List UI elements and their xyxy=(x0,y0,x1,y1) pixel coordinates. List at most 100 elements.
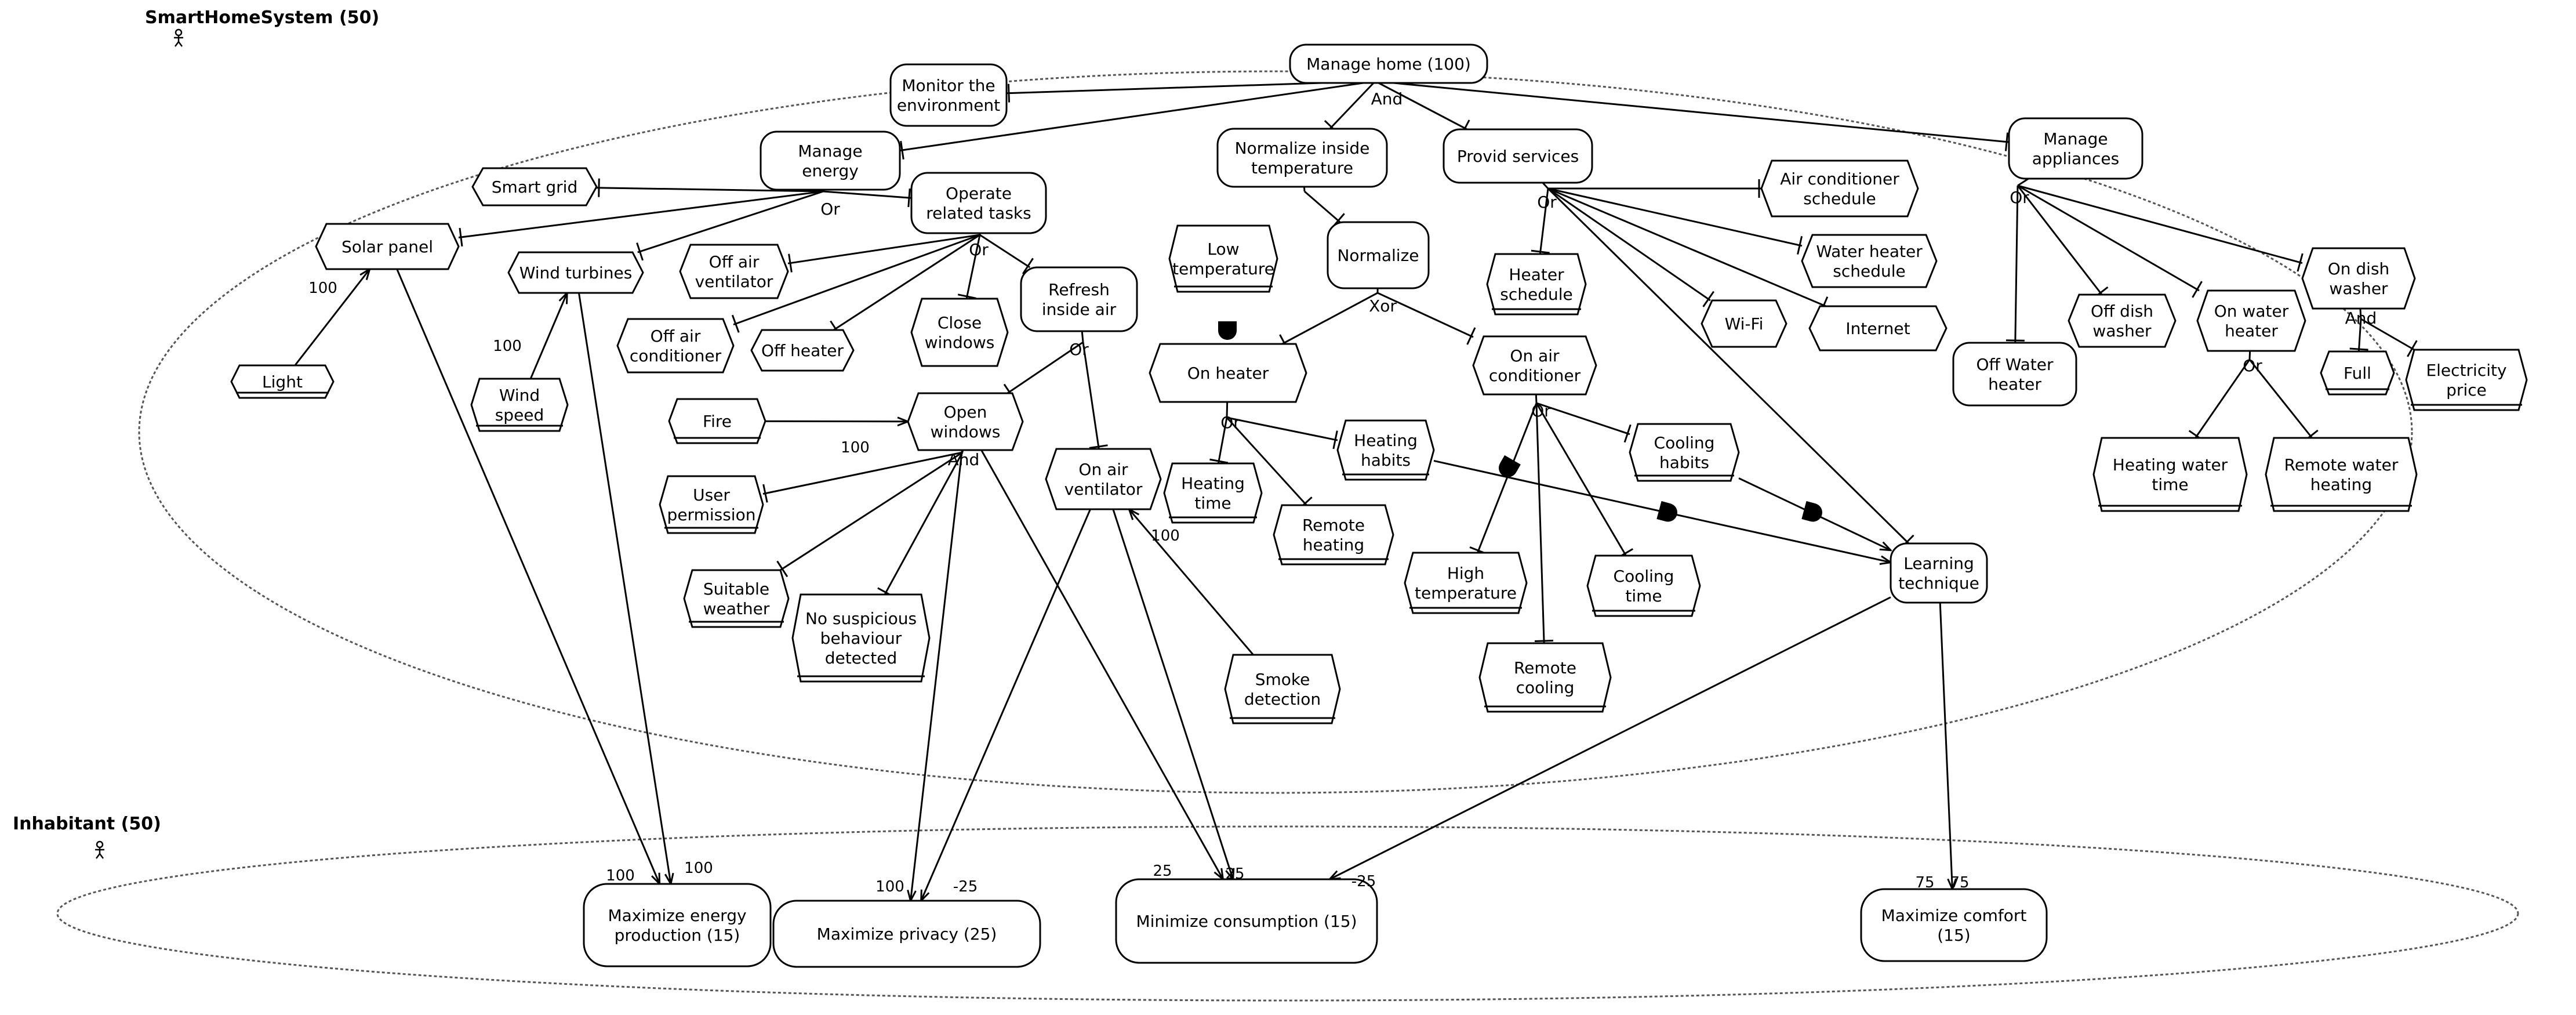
node-solar-panel[interactable]: Solar panel xyxy=(315,223,460,270)
contribution-learning-to-max_comfort[interactable] xyxy=(1939,602,1952,889)
node-manage-home[interactable]: Manage home (100) xyxy=(1289,44,1488,84)
contribution-smoke_detect-to-on_air_vent[interactable] xyxy=(1129,509,1254,655)
link-cooling_habits-to-on_air_cond[interactable] xyxy=(1536,402,1632,443)
node-internet[interactable]: Internet xyxy=(1808,305,1948,351)
link-cooling_time-to-on_air_cond[interactable] xyxy=(1535,403,1633,559)
link-water_heater_sched-to-provid_services[interactable] xyxy=(1547,187,1803,255)
link-manage_energy-to-manage_home[interactable] xyxy=(899,80,1376,160)
contribution-solar_panel-to-max_energy[interactable] xyxy=(396,269,660,884)
link-suitable_weather-to-open_windows[interactable] xyxy=(776,451,963,578)
link-on_water_heater-to-manage_appl[interactable] xyxy=(2017,184,2203,298)
link-smart_grid-to-manage_energy[interactable] xyxy=(596,178,824,197)
link-elec_price-to-on_dish[interactable] xyxy=(2360,318,2418,357)
link-heating_habits-to-on_heater[interactable] xyxy=(1226,416,1338,449)
contribution-open_windows-to-max_privacy[interactable] xyxy=(911,449,963,901)
link-off_dish-to-manage_appl[interactable] xyxy=(2017,185,2109,299)
link-full-to-on_dish[interactable] xyxy=(2349,318,2368,352)
link-high_temp-to-on_air_cond[interactable] xyxy=(1469,403,1538,555)
actor-inhabitant[interactable]: Inhabitant (50) xyxy=(13,814,161,859)
link-close_windows-to-operate_tasks[interactable] xyxy=(957,234,981,299)
contribution-wind_speed-to-wind_turbines[interactable] xyxy=(529,293,567,379)
contribution-open_windows-to-min_consumption[interactable] xyxy=(980,449,1223,879)
node-wind-turbines[interactable]: Wind turbines xyxy=(507,251,644,294)
link-normalize_temp-to-manage_home[interactable] xyxy=(1324,80,1376,135)
node-max-privacy[interactable]: Maximize privacy (25) xyxy=(772,900,1041,968)
link-air_cond_sched-to-provid_services[interactable] xyxy=(1548,179,1761,198)
link-heating_time-to-on_heater[interactable] xyxy=(1209,417,1229,464)
contribution-learning-to-min_consumption[interactable] xyxy=(1329,596,1891,879)
contribution-light-to-solar_panel[interactable] xyxy=(294,269,370,366)
link-refresh_air-to-operate_tasks[interactable] xyxy=(979,234,1034,275)
link-on_heater-to-normalize[interactable] xyxy=(1279,292,1378,351)
link-operate_tasks-to-manage_energy[interactable] xyxy=(823,188,912,208)
node-full[interactable]: Full xyxy=(2320,350,2395,396)
link-no_susp-to-open_windows[interactable] xyxy=(877,452,964,598)
contribution-on_air_vent-to-min_consumption[interactable] xyxy=(1112,509,1233,879)
link-on_air_cond-to-normalize[interactable] xyxy=(1377,292,1476,345)
actor-smarthomesystem[interactable]: SmartHomeSystem (50) xyxy=(145,8,379,47)
node-wifi[interactable]: Wi-Fi xyxy=(1701,299,1787,348)
contribution-fire-to-open_windows[interactable] xyxy=(765,421,908,422)
link-wifi-to-provid_services[interactable] xyxy=(1547,187,1714,307)
node-off-heater[interactable]: Off heater xyxy=(750,329,855,372)
link-solar_panel-to-manage_energy[interactable] xyxy=(458,190,824,247)
link-manage_appl-to-manage_home[interactable] xyxy=(1375,80,2010,151)
node-provid-services[interactable]: Provid services xyxy=(1443,128,1593,184)
node-normalize[interactable]: Normalize xyxy=(1327,221,1430,289)
link-wind_turbines-to-manage_energy[interactable] xyxy=(636,190,824,261)
node-smart-grid[interactable]: Smart grid xyxy=(471,167,598,206)
link-off_air_vent-to-operate_tasks[interactable] xyxy=(787,234,980,273)
node-light[interactable]: Light xyxy=(230,364,335,399)
node-on-heater[interactable]: On heater xyxy=(1149,343,1307,403)
link-monitor_env-to-manage_home[interactable] xyxy=(1006,80,1376,103)
link-off_air_cond-to-operate_tasks[interactable] xyxy=(731,234,980,333)
link-remote_cooling-to-on_air_cond[interactable] xyxy=(1534,403,1554,644)
link-on_dish-to-manage_appl[interactable] xyxy=(2017,184,2303,272)
contribution-on_air_vent-to-max_privacy[interactable] xyxy=(921,509,1091,901)
node-min-consumption[interactable]: Minimize consumption (15) xyxy=(1115,878,1378,964)
node-fire[interactable]: Fire xyxy=(668,398,766,444)
link-heater_schedule-to-provid_services[interactable] xyxy=(1531,188,1550,255)
link-heating_water_time-to-on_water_heater[interactable] xyxy=(2188,359,2251,443)
node-max-comfort[interactable]: Maximize comfort(15) xyxy=(1860,888,2048,962)
link-on_air_vent-to-refresh_air[interactable] xyxy=(1082,342,1108,449)
contribution-wind_turbines-to-max_energy[interactable] xyxy=(577,292,671,884)
link-user_perm-to-open_windows[interactable] xyxy=(762,451,963,503)
link-off_water_heater-to-manage_appl[interactable] xyxy=(2005,185,2025,343)
